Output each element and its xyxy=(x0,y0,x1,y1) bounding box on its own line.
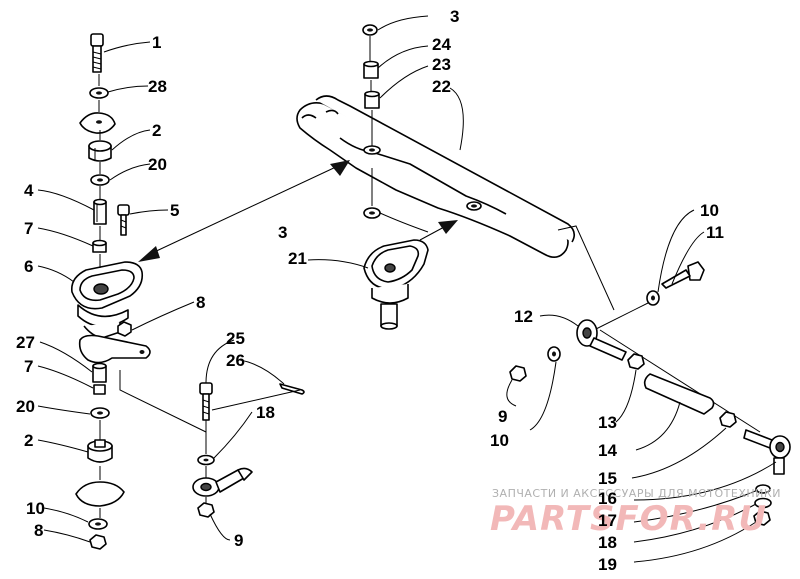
callout-10-upper: 10 xyxy=(700,201,719,220)
callout-12: 12 xyxy=(514,307,533,326)
spacer-part-7-lower xyxy=(92,362,107,383)
callout-8: 8 xyxy=(196,293,205,312)
callout-26: 26 xyxy=(226,351,245,370)
callout-13: 13 xyxy=(598,413,617,432)
cotter-pin-part-26 xyxy=(279,383,305,395)
tie-rod-assembly xyxy=(509,261,791,526)
bolt-part-5 xyxy=(117,204,130,236)
callout-16: 16 xyxy=(598,489,617,508)
rod-end-part-12 xyxy=(576,319,627,361)
watermark-brand: PARTSFOR.RU xyxy=(490,499,767,539)
callout-7: 7 xyxy=(24,219,33,238)
tie-rod-tube-part-14 xyxy=(643,373,715,415)
leader-lines xyxy=(37,15,777,563)
callout-3-bottom: 3 xyxy=(278,223,287,242)
callout-18-center: 18 xyxy=(256,403,275,422)
rod-end-part-16 xyxy=(743,429,791,475)
mount-part-21 xyxy=(363,239,429,330)
callout-23: 23 xyxy=(432,55,451,74)
callout-27: 27 xyxy=(16,333,35,352)
callout-14: 14 xyxy=(598,441,617,460)
callout-2-lower: 2 xyxy=(24,431,33,450)
crossbar-part-22 xyxy=(296,95,576,258)
jam-nut-part-13 xyxy=(627,353,645,370)
callout-17: 17 xyxy=(598,511,617,530)
spacer-part-7-small xyxy=(93,384,106,395)
callout-15: 15 xyxy=(598,469,617,488)
callout-6: 6 xyxy=(24,257,33,276)
washer-part-18-right xyxy=(754,497,772,509)
nut-part-9-right xyxy=(509,365,527,382)
callout-24: 24 xyxy=(432,35,451,54)
crossbar-hardware xyxy=(362,24,381,219)
nut-part-8-lower xyxy=(89,534,107,550)
bolt-part-11 xyxy=(661,261,705,289)
callout-19: 19 xyxy=(598,555,617,574)
center-linkage xyxy=(192,382,305,518)
callout-9-center: 9 xyxy=(234,531,243,550)
jam-nut-part-15 xyxy=(719,411,737,428)
reference-lines xyxy=(119,225,615,433)
watermark: ЗАПЧАСТИ И АКСЕССУАРЫ ДЛЯ МОТОТЕХНИКИ PA… xyxy=(490,487,781,539)
callout-7-lower: 7 xyxy=(24,357,33,376)
callout-labels: 1 28 2 20 4 5 7 6 8 27 7 20 2 10 8 25 26… xyxy=(16,7,724,574)
nut-part-19 xyxy=(753,510,771,526)
washer-part-17 xyxy=(755,484,771,494)
nut-part-8-upper xyxy=(117,321,132,337)
watermark-caption: ЗАПЧАСТИ И АКСЕССУАРЫ ДЛЯ МОТОТЕХНИКИ xyxy=(492,487,781,500)
bolt-part-25 xyxy=(199,382,213,395)
callout-25: 25 xyxy=(226,329,245,348)
callout-5: 5 xyxy=(170,201,179,220)
sleeve-part-4 xyxy=(93,198,107,225)
callout-20: 20 xyxy=(148,155,167,174)
callout-9-right: 9 xyxy=(498,407,507,426)
bolt-part-1 xyxy=(90,33,104,73)
assembly-arrows xyxy=(138,160,458,262)
nut-part-9-center xyxy=(197,502,215,518)
callout-18-right: 18 xyxy=(598,533,617,552)
left-mount-stack xyxy=(70,33,151,550)
callout-10-right: 10 xyxy=(490,431,509,450)
bushing-part-2-lower xyxy=(87,439,113,463)
callout-8-lower: 8 xyxy=(34,521,43,540)
callout-11: 11 xyxy=(706,223,724,242)
callout-21: 21 xyxy=(288,249,307,268)
bushing-part-2-upper xyxy=(88,140,112,162)
callout-3-top: 3 xyxy=(450,7,459,26)
mount-part-6 xyxy=(70,261,144,339)
callout-10-left: 10 xyxy=(26,499,45,518)
callout-22: 22 xyxy=(432,77,451,96)
callout-1: 1 xyxy=(152,33,161,52)
callout-4: 4 xyxy=(24,181,34,200)
bracket-part-27 xyxy=(78,334,151,364)
snubber-plate-lower xyxy=(75,481,125,507)
rod-end-center xyxy=(192,467,253,497)
callout-2: 2 xyxy=(152,121,161,140)
callout-28: 28 xyxy=(148,77,167,96)
callout-20-lower: 20 xyxy=(16,397,35,416)
spacer-part-7-upper xyxy=(92,239,107,253)
